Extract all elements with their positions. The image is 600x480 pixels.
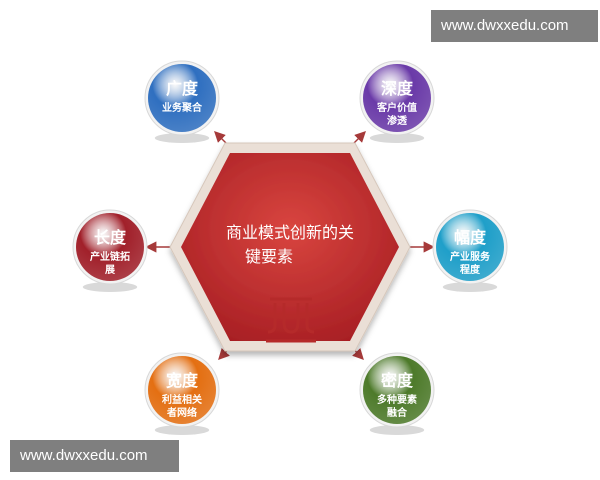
node-subtitle: 程度	[460, 263, 481, 276]
node-title: 深度	[381, 79, 414, 98]
node-subtitle: 产业服务	[450, 250, 491, 263]
node-subtitle: 者网络	[166, 406, 197, 419]
node-circle	[148, 356, 216, 424]
node-subtitle: 渗透	[387, 114, 408, 127]
node-title: 广度	[166, 79, 199, 98]
node-subtitle: 利益相关	[162, 393, 202, 406]
node-circle	[436, 213, 504, 281]
watermark-top: www.dwxxedu.com	[431, 10, 598, 42]
center-hexagon	[169, 142, 411, 352]
node-shadow	[442, 282, 498, 292]
node-title: 宽度	[166, 371, 199, 390]
node-shadow	[369, 133, 425, 143]
node-subtitle: 展	[105, 264, 115, 276]
node-shadow	[154, 425, 210, 435]
node-circle	[148, 64, 216, 132]
node-shadow	[82, 282, 138, 292]
node-subtitle: 业务聚合	[162, 101, 203, 114]
node-subtitle: 客户价值	[376, 101, 417, 114]
node-circle	[363, 356, 431, 424]
brand-logo-icon	[266, 297, 316, 343]
node-title: 密度	[380, 371, 414, 390]
node-title: 长度	[94, 228, 127, 247]
node-title: 幅度	[454, 228, 487, 247]
node-shadow	[369, 425, 425, 435]
node-subtitle: 多种要素	[377, 393, 417, 406]
center-title-line2: 键要素	[245, 247, 293, 266]
hexagon-fill	[181, 153, 399, 341]
center-title-line1: 商业模式创新的关	[226, 223, 354, 242]
node-subtitle: 融合	[387, 406, 408, 419]
node-shadow	[154, 133, 210, 143]
node-circle	[76, 213, 144, 281]
node-circle	[363, 64, 431, 132]
watermark-bottom: www.dwxxedu.com	[10, 440, 179, 472]
node-subtitle: 产业链拓	[90, 250, 130, 263]
